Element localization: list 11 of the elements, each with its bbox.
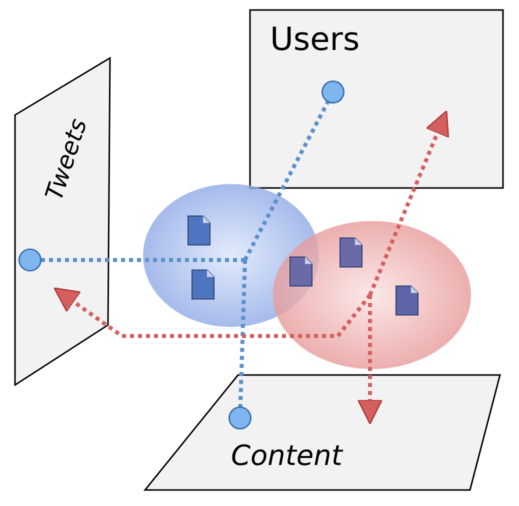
dotted-connector xyxy=(357,295,383,425)
plane-label: Users xyxy=(270,20,360,58)
plane-label: Content xyxy=(231,439,342,472)
cluster-ellipse xyxy=(272,220,472,370)
content-plane xyxy=(143,373,503,493)
dotted-connector xyxy=(18,248,245,272)
dotted-connector xyxy=(228,260,252,430)
dotted-connector xyxy=(368,110,450,296)
dotted-connector xyxy=(54,287,372,338)
dotted-connector xyxy=(243,80,344,261)
users-plane xyxy=(250,10,503,188)
